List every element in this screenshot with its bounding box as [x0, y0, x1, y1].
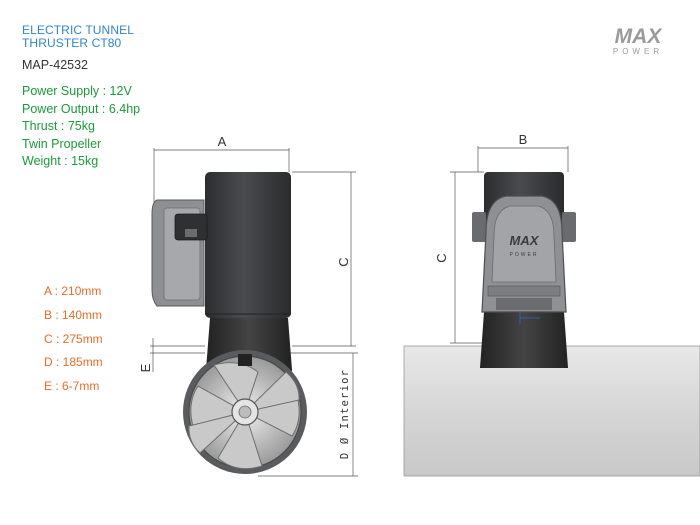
spec-power-output: Power Output : 6.4hp: [22, 101, 141, 116]
spec-thrust: Thrust : 75kg: [22, 119, 95, 133]
spec-propeller: Twin Propeller: [22, 136, 102, 151]
front-view: B C MAX POWER: [403, 132, 700, 477]
dim-c-side-line: [292, 171, 356, 347]
dim-c-front-line: [450, 171, 484, 344]
dim-b-line: [477, 146, 569, 172]
label-e: E: [138, 363, 153, 372]
title-line-2: THRUSTER CT80: [22, 36, 122, 50]
spec-list: Power Supply : 12V Power Output : 6.4hp …: [22, 83, 140, 171]
side-motor-body: [205, 172, 291, 318]
label-d-interior: D Ø Interior: [339, 369, 351, 459]
logo-sub: POWER: [613, 47, 663, 56]
product-title: ELECTRIC TUNNEL THRUSTER CT80: [22, 24, 134, 50]
dimension-a: A : 210mm: [44, 284, 102, 298]
dimension-list: A : 210mm B : 140mm C : 275mm D : 185mm …: [44, 280, 103, 399]
logo-word: MAX: [615, 25, 664, 48]
front-cover-logo-sub: POWER: [510, 252, 539, 258]
dimension-d: D : 185mm: [44, 355, 103, 370]
model-number: MAP-42532: [22, 58, 89, 72]
label-c-side: C: [336, 257, 351, 266]
front-gear-leg: [480, 312, 568, 368]
max-power-logo: MAX POWER: [613, 25, 664, 56]
side-view: A C E D Ø Interior: [138, 134, 358, 477]
front-cover-logo: MAX: [510, 233, 540, 248]
label-a: A: [218, 134, 227, 149]
dimension-e: E : 6-7mm: [44, 379, 100, 394]
dimension-b: B : 140mm: [44, 307, 103, 322]
label-b: B: [519, 132, 528, 147]
title-line-1: ELECTRIC TUNNEL: [22, 23, 134, 37]
spec-weight: Weight : 15kg: [22, 154, 99, 168]
label-c-front: C: [434, 253, 449, 262]
spec-power-supply: Power Supply : 12V: [22, 84, 132, 98]
dim-e-line: [150, 338, 205, 372]
dimension-c: C : 275mm: [44, 331, 103, 346]
